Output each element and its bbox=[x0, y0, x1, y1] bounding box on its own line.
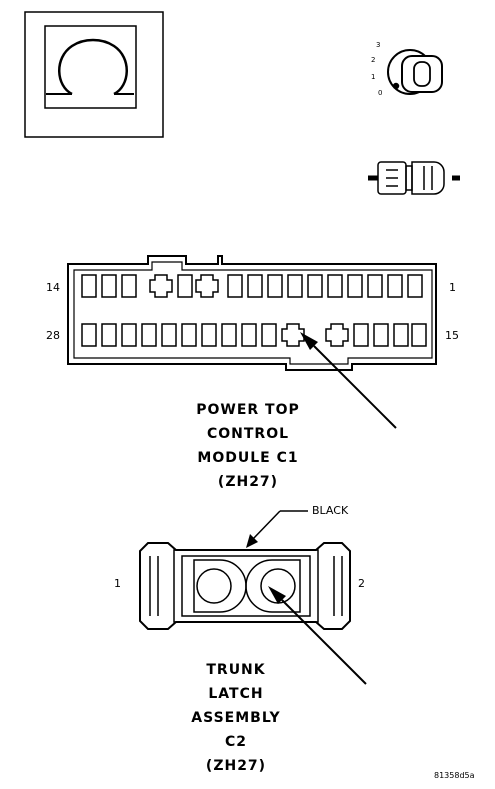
c2-label-line-2: LATCH bbox=[208, 686, 264, 702]
c1-pin-14-label: 14 bbox=[46, 281, 60, 294]
connector-plug-icon bbox=[368, 161, 460, 195]
c2-pin-1-label: 1 bbox=[114, 577, 121, 590]
c1-label-line-3: MODULE C1 bbox=[197, 450, 299, 466]
c2-color-label: BLACK bbox=[312, 504, 349, 517]
key-position-3: 3 bbox=[376, 41, 381, 49]
c1-top-row-cavities bbox=[81, 274, 423, 298]
c1-label-line-1: POWER TOP bbox=[196, 402, 300, 418]
key-position-0: 0 bbox=[378, 89, 383, 97]
c2-pin-2-label: 2 bbox=[358, 577, 365, 590]
key-position-1: 1 bbox=[371, 73, 376, 81]
key-position-2: 2 bbox=[371, 56, 376, 64]
c1-label-line-4: (ZH27) bbox=[217, 474, 279, 490]
ground-symbol-icon bbox=[24, 11, 164, 138]
c1-pin-28-label: 28 bbox=[46, 329, 60, 342]
c1-bottom-row-cavities bbox=[81, 323, 427, 347]
c2-label-line-3: ASSEMBLY bbox=[191, 710, 281, 726]
c2-label-line-5: (ZH27) bbox=[205, 758, 267, 774]
c2-label-line-1: TRUNK bbox=[206, 662, 266, 678]
c1-label-line-2: CONTROL bbox=[206, 426, 290, 442]
trunk-latch-assembly-c2 bbox=[139, 542, 351, 630]
black-leader-line bbox=[246, 510, 308, 548]
c1-pointer-arrow bbox=[300, 332, 397, 429]
c1-pin-1-label: 1 bbox=[449, 281, 456, 294]
c2-label-line-4: C2 bbox=[224, 734, 247, 750]
c1-pin-15-label: 15 bbox=[445, 329, 459, 342]
power-top-control-module-c1 bbox=[67, 255, 437, 371]
figure-code: 81358d5a bbox=[434, 771, 475, 780]
ignition-key-icon bbox=[387, 49, 443, 95]
c2-pointer-arrow bbox=[268, 586, 367, 685]
